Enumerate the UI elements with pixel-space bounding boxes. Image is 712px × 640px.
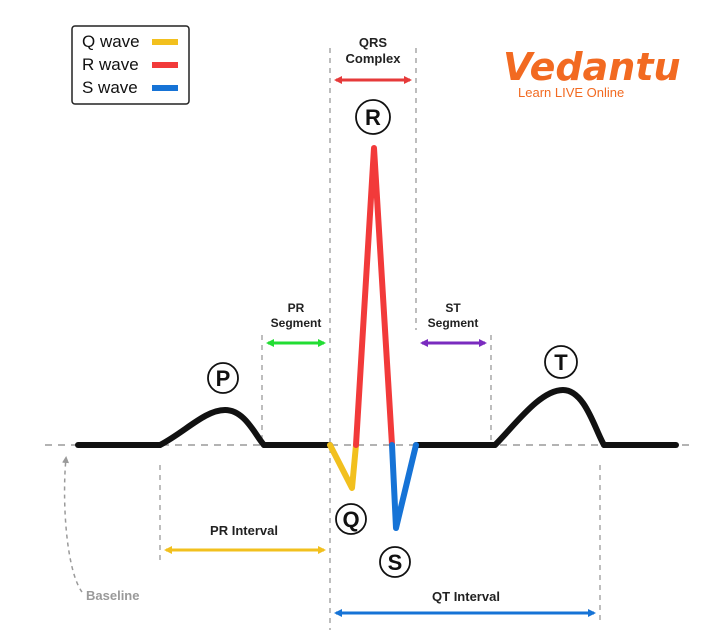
wave-marker-t: T (544, 345, 578, 379)
qrs-label-line2: Complex (346, 51, 402, 66)
svg-text:P: P (216, 366, 231, 391)
s-wave-trace (389, 442, 419, 531)
svg-text:Q: Q (342, 507, 359, 532)
pr-interval-label: PR Interval (210, 523, 278, 538)
legend-label-r: R wave (82, 55, 139, 74)
baseline-pointer-arrow (62, 456, 83, 593)
brand-logo: Vedantu Learn LIVE Online (503, 45, 681, 100)
wave-marker-p: P (207, 362, 239, 394)
wave-marker-s: S (379, 546, 411, 578)
wave-marker-q: Q (335, 503, 367, 535)
pr-segment-label-line1: PR (288, 301, 305, 315)
p-wave-curve (157, 407, 267, 448)
svg-text:T: T (554, 350, 568, 375)
legend-label-s: S wave (82, 78, 138, 97)
qrs-label-line1: QRS (359, 35, 388, 50)
st-segment-label-line2: Segment (428, 316, 479, 330)
q-wave-trace (327, 442, 359, 491)
brand-name: Vedantu (503, 45, 681, 89)
legend-label-q: Q wave (82, 32, 140, 51)
legend-box (71, 25, 190, 105)
r-wave-trace (353, 145, 395, 448)
qt-interval-label: QT Interval (432, 589, 500, 604)
legend: Q wave R wave S wave (71, 25, 190, 105)
svg-text:S: S (388, 550, 403, 575)
t-wave-curve (492, 387, 607, 448)
ecg-trace (75, 145, 679, 531)
svg-text:R: R (365, 105, 381, 130)
baseline-label: Baseline (86, 588, 139, 603)
wave-marker-r: R (355, 99, 391, 135)
st-segment-label-line1: ST (445, 301, 461, 315)
pr-segment-label-line2: Segment (271, 316, 322, 330)
guide-lines (159, 48, 601, 630)
brand-tagline: Learn LIVE Online (518, 85, 624, 100)
